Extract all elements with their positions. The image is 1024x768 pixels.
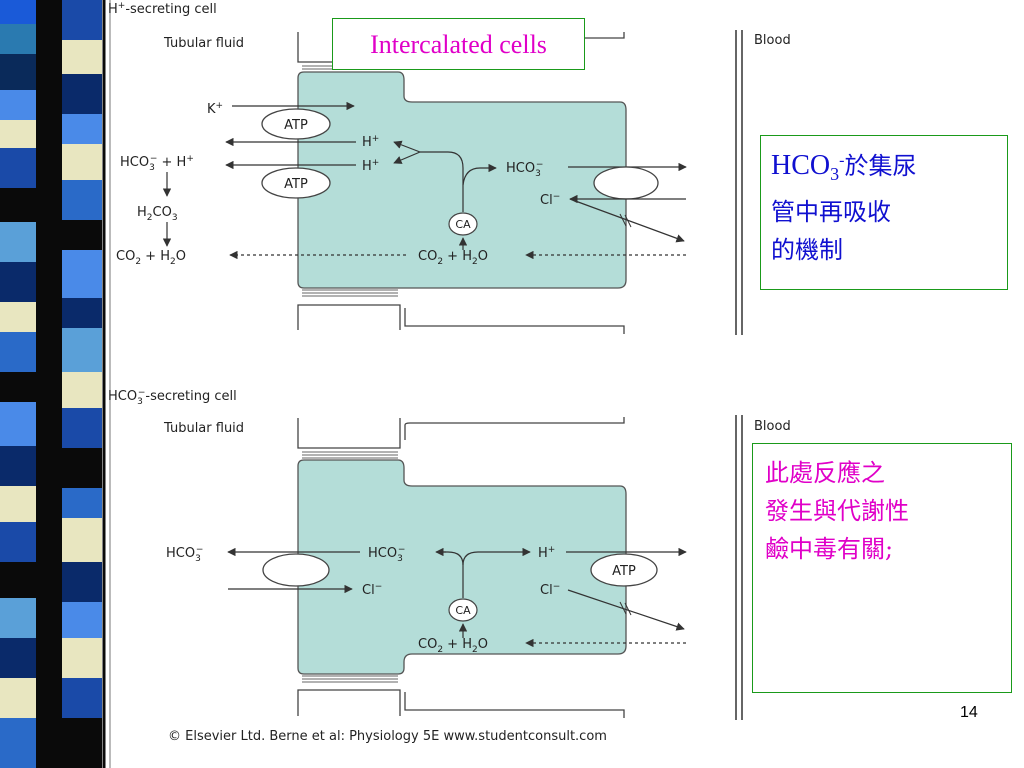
top-ca-to-hco3-arrow: [462, 163, 497, 186]
top-caption: H+-secreting cell: [108, 1, 217, 17]
bottom-neighbor-cell-outline: [404, 417, 625, 440]
top-atp-pump-2: [261, 167, 331, 199]
top-co2-h2o-left-label: CO2 + H2O: [116, 249, 186, 267]
bottom-cl-channel-mark: [624, 602, 632, 616]
top-neighbor-cell-outline: [404, 308, 625, 334]
top-intercalated-cell: [297, 71, 627, 289]
top-co2-h2o-cell-label: CO2 + H2O: [418, 249, 488, 267]
top-neighbor-cell-outline: [297, 304, 401, 330]
bottom-ca-label: CA: [455, 604, 471, 617]
slide-title: Intercalated cells: [332, 18, 585, 70]
top-ca-to-h-arrow: [393, 151, 421, 164]
top-cl-cell-label: Cl−: [540, 192, 560, 208]
note-top-line-1: HCO3-於集尿: [771, 150, 917, 184]
bottom-hco3-cell-label: HCO3−: [368, 545, 405, 564]
top-ca-to-h-arrow: [393, 140, 421, 153]
top-h-ion-2-label: H+: [362, 158, 379, 174]
bottom-co2-h2o-cell-label: CO2 + H2O: [418, 637, 488, 655]
copyright-credit: © Elsevier Ltd. Berne et al: Physiology …: [168, 729, 607, 744]
bottom-carbonic-anhydrase: [448, 598, 478, 622]
note-top-line-2: 管中再吸收: [771, 197, 891, 226]
page-number: 14: [960, 704, 978, 721]
top-ca-branch-line: [420, 151, 464, 212]
top-k-ion-label: K+: [207, 101, 223, 117]
top-cl-channel-mark: [624, 214, 632, 228]
bottom-ca-to-h-arrow: [462, 547, 531, 566]
bottom-blood-label: Blood: [754, 419, 791, 434]
note-metabolic-alkalosis: 此處反應之 發生與代謝性 鹼中毒有關;: [752, 443, 1012, 693]
bottom-tubular-fluid-label: Tubular fluid: [163, 421, 244, 436]
bottom-cl-right-label: Cl−: [540, 582, 560, 598]
top-h2co3-label: H2CO3: [137, 205, 178, 223]
bottom-neighbor-cell-outline: [404, 692, 625, 718]
left-decorative-bar: [0, 0, 118, 768]
diagram-bottom: HCO3−-secreting cell Tubular fluid Blood…: [108, 388, 791, 720]
bottom-h-ion-label: H+: [538, 545, 555, 561]
note-bottom-line-3: 鹼中毒有關;: [765, 535, 894, 563]
note-top-line-3: 的機制: [771, 235, 843, 264]
bottom-neighbor-cell-outline: [297, 689, 401, 716]
top-atp-pump-2-label: ATP: [284, 177, 308, 192]
bottom-hco3-left-label: HCO3−: [166, 545, 203, 564]
top-tubular-fluid-label: Tubular fluid: [163, 36, 244, 51]
bottom-cl-hco3-exchanger: [262, 553, 330, 587]
top-blood-label: Blood: [754, 33, 791, 48]
top-carbonic-anhydrase: [448, 212, 478, 236]
bottom-cl-channel-arrow: [567, 589, 685, 631]
top-cl-hco3-exchanger: [593, 166, 659, 200]
top-atp-pump-1: [261, 108, 331, 140]
top-ca-label: CA: [455, 218, 471, 231]
bottom-caption: HCO3−-secreting cell: [108, 388, 237, 407]
top-atp-pump-1-label: ATP: [284, 118, 308, 133]
note-hco3-reabsorption: HCO3-於集尿 管中再吸收 的機制: [760, 135, 1008, 290]
bottom-cl-left-label: Cl−: [362, 582, 382, 598]
bottom-tight-junction: [302, 451, 398, 683]
top-hco3-plus-h-label: HCO3− + H+: [120, 154, 194, 173]
bottom-cl-channel-mark: [619, 601, 627, 615]
note-bottom-line-2: 發生與代謝性: [765, 497, 909, 525]
top-hco3-cell-label: HCO3−: [506, 160, 543, 179]
bottom-atp-pump-label: ATP: [612, 564, 636, 579]
bottom-neighbor-cell-outline: [297, 418, 401, 449]
note-bottom-line-1: 此處反應之: [765, 459, 885, 487]
top-cl-channel-mark: [619, 213, 627, 227]
bottom-atp-pump: [590, 553, 658, 587]
top-h-ion-1-label: H+: [362, 134, 379, 150]
bottom-intercalated-cell: [297, 459, 627, 675]
